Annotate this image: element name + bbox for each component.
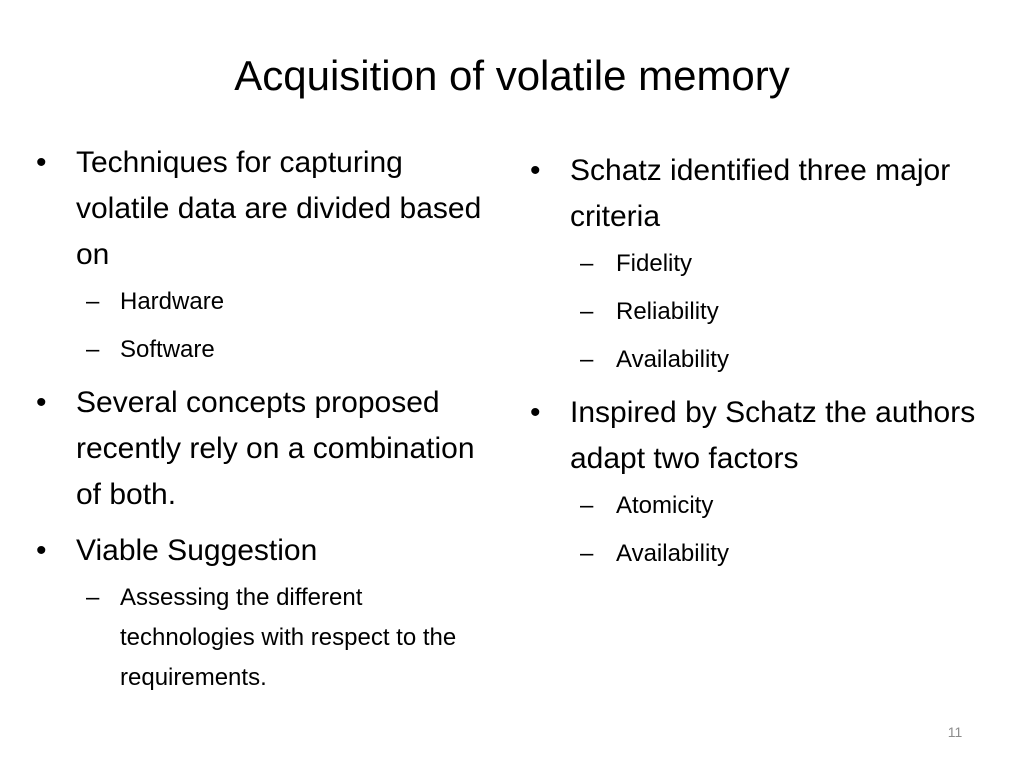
left-bullet-group-3: • Viable Suggestion – Assessing the diff… xyxy=(36,528,496,698)
dash-icon: – xyxy=(580,492,594,519)
bullet-item: • Techniques for capturing volatile data… xyxy=(36,140,496,278)
bullet-item: • Inspired by Schatz the authors adapt t… xyxy=(530,390,1000,482)
dash-icon: – xyxy=(86,584,100,611)
bullet-icon: • xyxy=(36,146,47,179)
bullet-item: • Several concepts proposed recently rel… xyxy=(36,380,496,518)
right-bullet-group-1: • Schatz identified three major criteria… xyxy=(530,148,1000,380)
sub-bullet-text: Hardware xyxy=(120,288,225,315)
bullet-icon: • xyxy=(530,396,541,429)
right-bullet-group-2: • Inspired by Schatz the authors adapt t… xyxy=(530,390,1000,574)
bullet-item: • Schatz identified three major criteria xyxy=(530,148,1000,240)
sub-bullet-text: Fidelity xyxy=(616,250,693,277)
slide-title: Acquisition of volatile memory xyxy=(234,52,790,99)
sub-bullet-text: Availability xyxy=(616,540,729,567)
sub-bullet-item: – Availability xyxy=(580,340,1000,380)
bullet-text: Schatz identified three major criteria xyxy=(570,154,951,233)
page-number: 11 xyxy=(947,724,963,740)
dash-icon: – xyxy=(580,346,594,373)
bullet-text: Inspired by Schatz the authors adapt two… xyxy=(570,396,976,475)
sub-bullet-item: – Software xyxy=(86,330,496,370)
bullet-item: • Viable Suggestion xyxy=(36,528,496,574)
sub-bullet-item: – Atomicity xyxy=(580,486,1000,526)
sub-bullet-text: Software xyxy=(120,336,215,363)
bullet-icon: • xyxy=(530,154,541,187)
sub-bullet-text: Availability xyxy=(616,346,729,373)
sub-bullet-text: Assessing the different technologies wit… xyxy=(120,584,457,691)
sub-bullet-item: – Hardware xyxy=(86,282,496,322)
sub-bullet-text: Reliability xyxy=(616,298,719,325)
right-column: • Schatz identified three major criteria… xyxy=(530,148,1000,584)
bullet-text: Several concepts proposed recently rely … xyxy=(76,386,475,511)
dash-icon: – xyxy=(580,250,594,277)
sub-bullet-text: Atomicity xyxy=(616,492,714,519)
left-bullet-group-2: • Several concepts proposed recently rel… xyxy=(36,380,496,518)
sub-bullet-item: – Reliability xyxy=(580,292,1000,332)
sub-bullet-item: – Fidelity xyxy=(580,244,1000,284)
left-column: • Techniques for capturing volatile data… xyxy=(36,140,496,708)
bullet-text: Viable Suggestion xyxy=(76,534,318,567)
dash-icon: – xyxy=(580,298,594,325)
left-bullet-group-1: • Techniques for capturing volatile data… xyxy=(36,140,496,370)
dash-icon: – xyxy=(86,336,100,363)
bullet-icon: • xyxy=(36,386,47,419)
dash-icon: – xyxy=(580,540,594,567)
bullet-text: Techniques for capturing volatile data a… xyxy=(76,146,482,271)
sub-bullet-item: – Assessing the different technologies w… xyxy=(86,578,496,698)
dash-icon: – xyxy=(86,288,100,315)
bullet-icon: • xyxy=(36,534,47,567)
sub-bullet-item: – Availability xyxy=(580,534,1000,574)
